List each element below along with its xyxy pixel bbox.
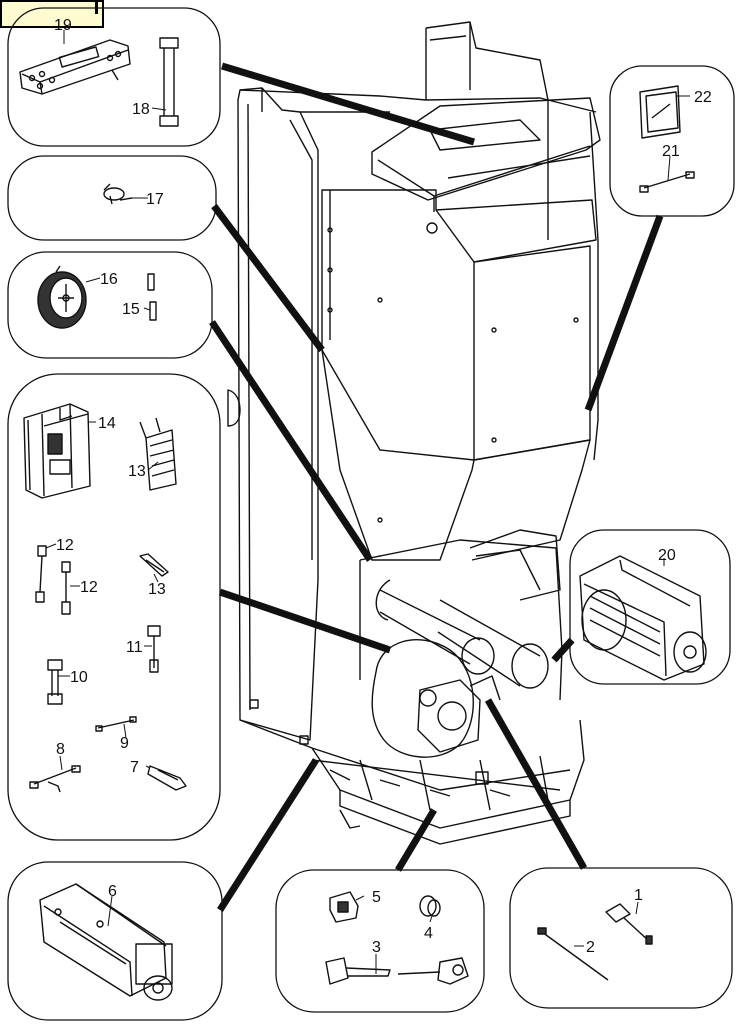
part-fuses [147,273,157,321]
part-auger-motor [39,883,173,1001]
callout-3: 3 [372,939,381,956]
part-cable-12a [35,545,47,603]
callout-8: 8 [56,741,65,758]
callout-15: 14 [98,415,116,432]
stove-body [227,21,601,845]
callout-2: 2 [586,939,595,956]
callout-7: 7 [130,759,139,776]
part-cable-9 [95,716,137,732]
part-cable-11 [147,625,161,673]
part-control-panel [19,39,131,95]
group-sensors [509,867,733,1009]
part-cable-8 [29,765,81,793]
group-remote [609,65,735,217]
callout-10: 10 [70,669,88,686]
callout-4: 4 [424,925,433,942]
callout-1: 1 [634,887,643,904]
callout-20: 19 [54,17,72,34]
callout-12b: 12 [80,579,98,596]
part-control-board [23,403,91,499]
group-fan [569,529,731,685]
callout-21: 20 [658,547,676,564]
part-cable-12b [61,561,71,615]
part-ribbon-cable [159,37,179,127]
callout-23: 22 [694,89,712,106]
part-thermal-switch [37,265,87,329]
callout-12a: 12 [56,537,74,554]
group-igniter-parts [275,869,485,1013]
callout-17: 16 [100,271,118,288]
callout-boxes [7,7,735,1021]
callout-5: 5 [372,889,381,906]
part-sensor [605,903,653,945]
part-cable-13 [139,553,169,577]
group-thermal-switch [7,251,213,359]
callout-19: 18 [132,101,150,118]
group-control-panel [7,7,221,147]
group-auger-motor [7,861,223,1021]
group-clip [7,155,217,241]
part-remote [639,85,681,139]
part-grommet [419,895,441,917]
part-clip [103,183,133,205]
part-cable-7 [147,765,187,791]
part-igniter-block [329,891,359,923]
part-cable-10 [47,659,63,705]
part-temperature-probe [537,927,609,981]
callout-9: 9 [120,735,129,752]
callout-11: 11 [126,639,143,656]
callout-22: 21 [662,143,680,160]
part-remote-cable [639,171,695,193]
callout-16: 15 [122,301,140,318]
callout-numbers: 19 18 17 16 15 14 13 12 12 13 11 10 9 8 … [54,17,712,956]
part-igniter [325,957,469,985]
callout-6: 6 [108,883,117,900]
callout-14: 13 [128,463,146,480]
part-convection-fan [579,555,707,681]
callout-13: 13 [148,581,166,598]
leader-lines [209,62,664,912]
part-wiring-harness [139,417,177,491]
callout-18: 17 [146,191,164,208]
corner-tab [0,0,104,28]
group-electronics [7,373,221,841]
callout-leaders [45,30,690,974]
